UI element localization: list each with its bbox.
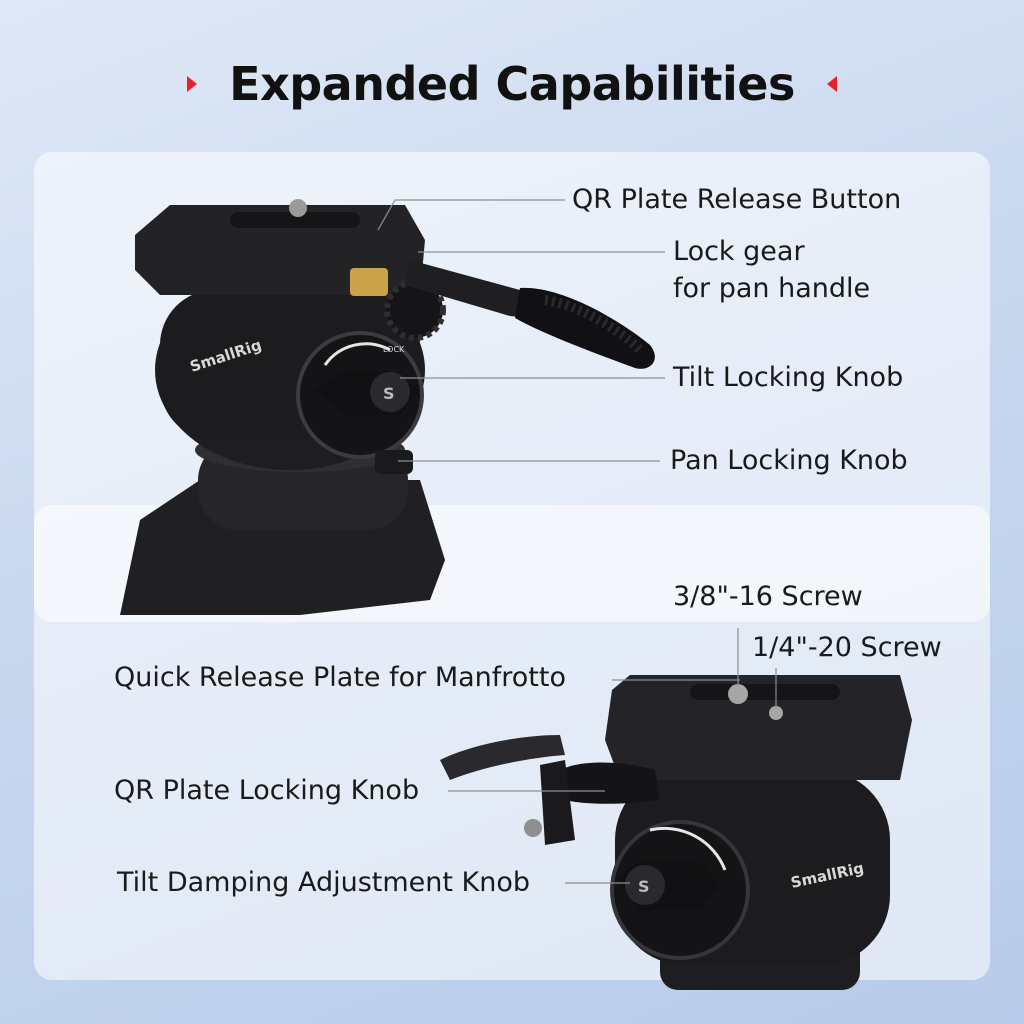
label-tilt-locking-knob: Tilt Locking Knob xyxy=(673,362,904,393)
chevron-right-icon xyxy=(187,76,198,92)
label-lock-gear-line2: for pan handle xyxy=(673,273,871,304)
label-quick-release-plate: Quick Release Plate for Manfrotto xyxy=(114,662,566,693)
top-lock-marking: LOCK xyxy=(383,345,405,354)
title-bar: Expanded Capabilities xyxy=(0,52,1024,116)
label-qr-plate-release-button: QR Plate Release Button xyxy=(572,184,902,215)
label-screw-3-8-16: 3/8"-16 Screw xyxy=(673,581,863,612)
page-title: Expanded Capabilities xyxy=(229,57,795,111)
svg-text:S: S xyxy=(638,877,650,896)
label-tilt-damping-adjustment-knob: Tilt Damping Adjustment Knob xyxy=(117,867,531,898)
svg-text:S: S xyxy=(383,384,395,403)
chevron-left-icon xyxy=(826,76,837,92)
label-screw-1-4-20: 1/4"-20 Screw xyxy=(752,632,942,663)
label-qr-plate-locking-knob: QR Plate Locking Knob xyxy=(114,775,420,806)
label-lock-gear-line1: Lock gear xyxy=(673,236,805,267)
label-pan-locking-knob: Pan Locking Knob xyxy=(670,445,908,476)
